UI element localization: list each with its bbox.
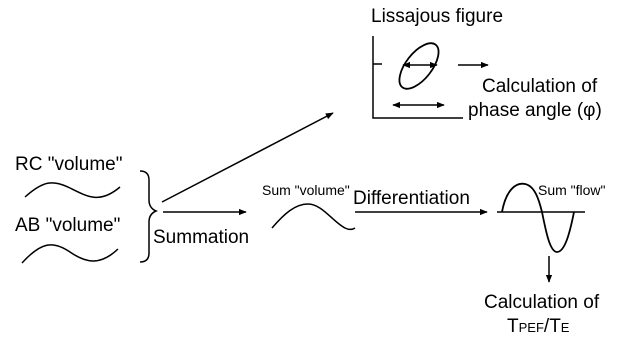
summation-label: Summation: [153, 227, 250, 248]
te-t: T: [549, 316, 561, 337]
to-lissajous-arrow: [161, 112, 334, 203]
phase-calc-label-line2: phase angle (φ): [468, 100, 602, 121]
sum-volume-wave: [271, 203, 356, 231]
sum-flow-wave: [501, 182, 575, 253]
lissajous-ellipse: [398, 42, 440, 90]
ab-volume-label: AB "volume": [15, 215, 121, 236]
sum-volume-label: Sum "volume": [262, 182, 350, 198]
tpef-te-label: TPEF/TE: [507, 317, 569, 336]
tpef-subscript: PEF: [518, 320, 544, 335]
sum-flow-label: Sum "flow": [538, 182, 606, 198]
phase-calc-label-line1: Calculation of: [482, 76, 598, 97]
curly-brace: [139, 170, 158, 263]
tpef-calc-label-line1: Calculation of: [484, 292, 600, 313]
rc-volume-label: RC "volume": [15, 154, 123, 175]
tpef-slash: /: [543, 316, 550, 337]
differentiation-label: Differentiation: [353, 188, 470, 209]
te-subscript: E: [560, 320, 570, 335]
lissajous-title: Lissajous figure: [371, 6, 504, 27]
tpef-t: T: [507, 316, 519, 337]
ab-volume-wave: [21, 244, 119, 264]
rc-volume-wave: [24, 182, 121, 198]
